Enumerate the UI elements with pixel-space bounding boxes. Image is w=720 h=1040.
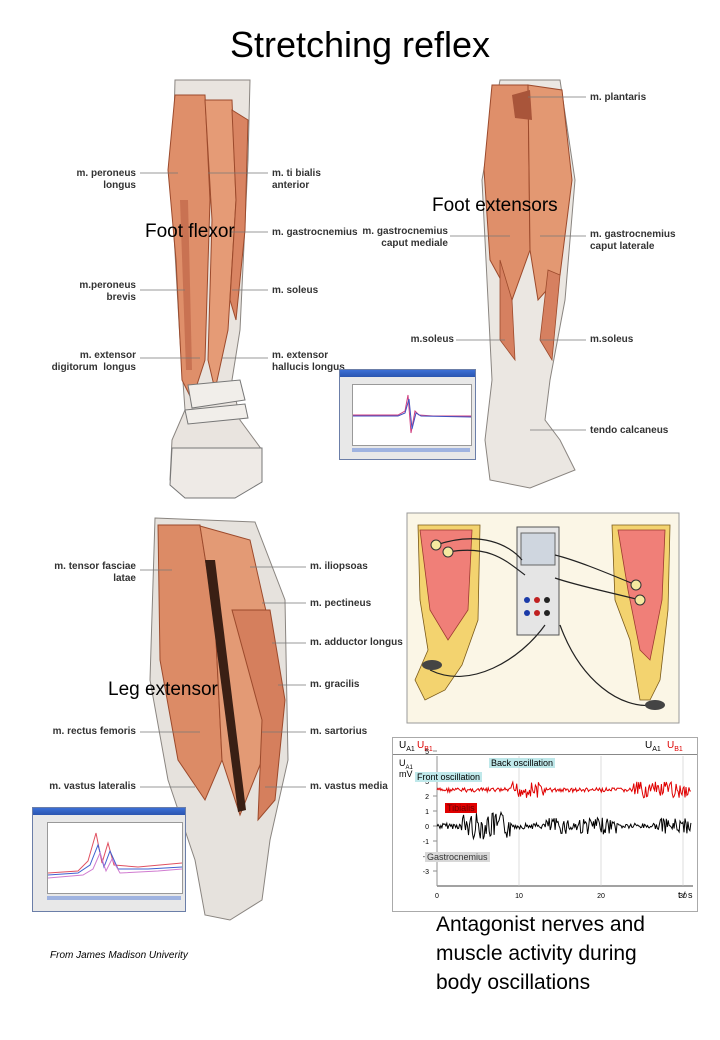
label-back-oscillation: Back oscillation bbox=[489, 758, 556, 768]
emg-window-small-bottom bbox=[32, 807, 186, 912]
label-sartorius: m. sartorius bbox=[310, 726, 368, 737]
emg-plot-bottom bbox=[47, 822, 183, 894]
x-axis-unit: t / s bbox=[678, 890, 693, 900]
label-vastus-media: m. vastus media bbox=[310, 781, 388, 792]
header-ub1-right: UB1 bbox=[667, 740, 683, 753]
y-tick-label: 2 bbox=[425, 794, 429, 801]
y-tick-label: -3 bbox=[423, 869, 429, 876]
label-tendo-calcaneus: tendo calcaneus bbox=[590, 425, 669, 436]
header-ua1-left: UA1 bbox=[399, 740, 415, 753]
window-statusbar bbox=[47, 896, 181, 900]
label-vastus-lateralis: m. vastus lateralis bbox=[49, 781, 136, 792]
label-peroneus-longus: m. peroneus longus bbox=[76, 168, 136, 191]
overlay-leg-extensor: Leg extensor bbox=[108, 679, 218, 700]
caption-line-1: Antagonist nerves and bbox=[436, 913, 645, 936]
label-adductor-longus: m. adductor longus bbox=[310, 637, 403, 648]
label-front-oscillation: Front oscillation bbox=[415, 772, 483, 782]
caption-line-2: muscle activity during bbox=[436, 942, 637, 965]
emg-trace-bottom bbox=[48, 832, 182, 879]
y-tick-label: 0 bbox=[425, 824, 429, 831]
window-statusbar bbox=[352, 448, 470, 452]
label-extensor-hallucis: m. extensor hallucis longus bbox=[272, 350, 345, 373]
label-soleus: m. soleus bbox=[272, 285, 319, 296]
header-ub1-left: UB1 bbox=[417, 740, 433, 753]
x-tick-label: 10 bbox=[515, 893, 523, 900]
x-tick-label: 30 bbox=[679, 893, 687, 900]
x-tick-label: 0 bbox=[435, 893, 439, 900]
label-pectineus: m. pectineus bbox=[310, 598, 372, 609]
window-titlebar bbox=[340, 370, 475, 377]
overlay-foot-flexor: Foot flexor bbox=[145, 221, 235, 242]
label-tensor-fasciae: m. tensor fasciae latae bbox=[54, 561, 136, 584]
credit-text: From James Madison Univerity bbox=[50, 950, 188, 961]
y-tick-label: -1 bbox=[423, 839, 429, 846]
label-gastrocnemius-trace: Gastrocnemius bbox=[425, 852, 490, 862]
label-gastrocnemius-laterale: m. gastrocnemius caput laterale bbox=[590, 229, 676, 252]
caption-line-3: body oscillations bbox=[436, 971, 591, 994]
label-rectus-femoris: m. rectus femoris bbox=[52, 726, 136, 737]
caption: Antagonist nerves and muscle activity du… bbox=[436, 910, 706, 997]
label-soleus-back-right: m.soleus bbox=[590, 334, 634, 345]
y-tick-label: 3 bbox=[425, 779, 429, 786]
page-title: Stretching reflex bbox=[229, 24, 491, 65]
label-tibialis: Tibialis bbox=[445, 803, 477, 813]
label-extensor-digitorum: m. extensor digitorum longus bbox=[51, 350, 136, 373]
window-titlebar bbox=[33, 808, 185, 815]
y-tick-label: 1 bbox=[425, 809, 429, 816]
emg-window-small-top bbox=[339, 369, 476, 460]
overlay-foot-extensors: Foot extensors bbox=[432, 195, 558, 216]
label-tibialis-anterior: m. ti bialis anterior bbox=[272, 168, 321, 191]
header-divider bbox=[393, 754, 697, 755]
trace-tibialis bbox=[436, 780, 691, 799]
emg-plot-top bbox=[352, 384, 472, 446]
label-gracilis: m. gracilis bbox=[310, 679, 360, 690]
label-soleus-back-left: m.soleus bbox=[410, 334, 454, 345]
y-axis-unit: UA1 bbox=[399, 758, 413, 771]
trace-gastrocnemius bbox=[436, 810, 692, 841]
label-gastrocnemius-mediale: m. gastrocnemius caput mediale bbox=[362, 226, 448, 249]
label-gastrocnemius: m. gastrocnemius bbox=[272, 227, 358, 238]
y-axis-unit-mv: mV bbox=[399, 769, 413, 779]
x-tick-label: 20 bbox=[597, 893, 605, 900]
y-tick-label: 5 bbox=[425, 749, 429, 756]
label-iliopsoas: m. iliopsoas bbox=[310, 561, 368, 572]
header-ua1-right: UA1 bbox=[645, 740, 661, 753]
label-plantaris: m. plantaris bbox=[590, 92, 647, 103]
label-peroneus-brevis: m.peroneus brevis bbox=[79, 280, 136, 303]
emg-trace-top bbox=[353, 394, 471, 434]
